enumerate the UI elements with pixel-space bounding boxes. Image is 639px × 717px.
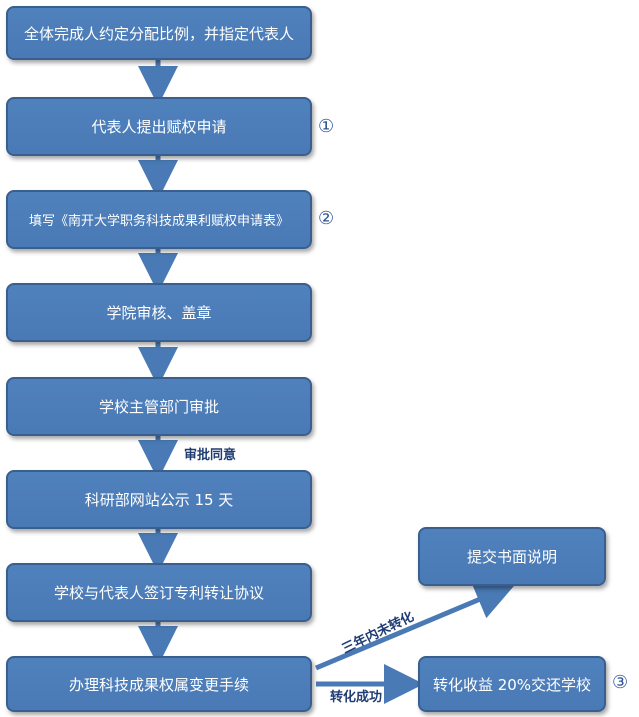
step-7-box: 学校与代表人签订专利转让协议 [6,563,312,622]
approved-label: 审批同意 [184,448,237,463]
step-7-label: 学校与代表人签订专利转让协议 [53,584,264,602]
marker-2: ② [318,208,335,229]
step-6-label: 科研部网站公示 15 天 [84,491,234,509]
marker-3: ③ [612,672,629,693]
step-4-label: 学院审核、盖章 [106,304,212,322]
marker-1: ① [318,116,335,137]
success-label: 转化成功 [330,690,383,705]
submit-statement-box: 提交书面说明 [418,527,606,586]
step-3-box: 填写《南开大学职务科技成果利赋权申请表》 [6,190,312,249]
submit-statement-label: 提交书面说明 [466,548,557,566]
step-3-label: 填写《南开大学职务科技成果利赋权申请表》 [28,214,289,229]
step-2-box: 代表人提出赋权申请 [6,97,312,156]
down-arrows [138,60,516,704]
revenue-return-label: 转化收益 20%交还学校 [432,675,592,694]
step-6-box: 科研部网站公示 15 天 [6,470,312,529]
step-5-label: 学校主管部门审批 [98,398,219,416]
step-4-box: 学院审核、盖章 [6,283,312,342]
arrow-not-converted [315,581,516,671]
step-1-label: 全体完成人约定分配比例，并指定代表人 [23,24,294,43]
step-8-box: 办理科技成果权属变更手续 [6,656,312,712]
step-1-box: 全体完成人约定分配比例，并指定代表人 [6,6,312,60]
step-8-label: 办理科技成果权属变更手续 [68,675,249,694]
revenue-return-box: 转化收益 20%交还学校 [418,656,606,712]
step-2-label: 代表人提出赋权申请 [91,118,227,136]
step-5-box: 学校主管部门审批 [6,377,312,436]
